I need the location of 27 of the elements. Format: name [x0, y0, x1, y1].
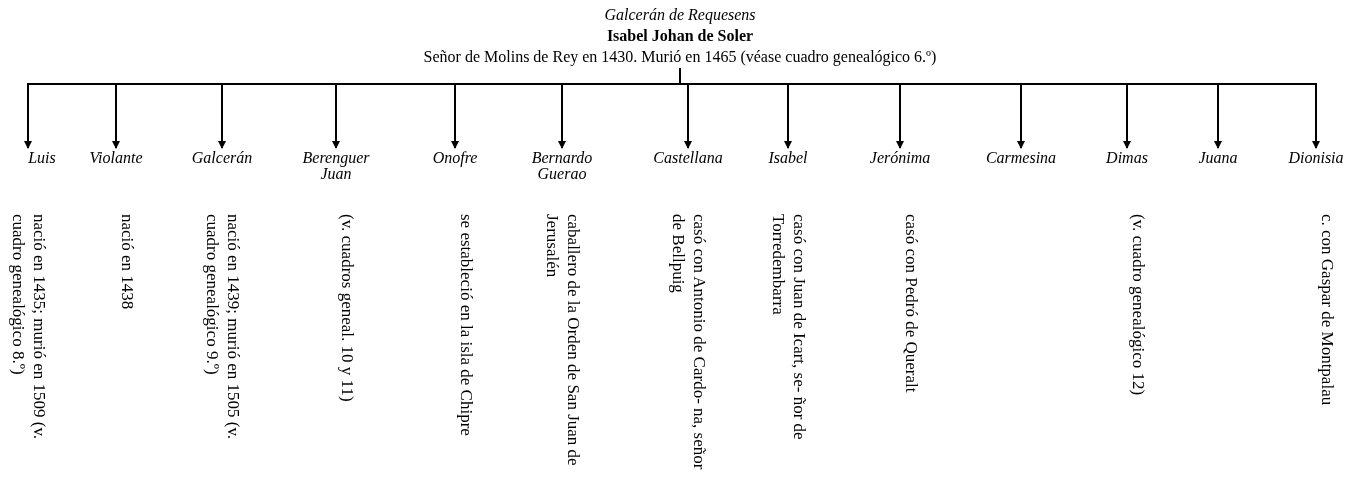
- child-name: Isabel: [768, 150, 808, 166]
- child-name: Juana: [1198, 150, 1238, 166]
- spouse-name: Isabel Johan de Soler: [606, 26, 754, 46]
- ancestor-note: Señor de Molins de Rey en 1430. Murió en 1465 (véase cuadro genealógico 6.º): [423, 47, 937, 67]
- child-name: Bernardo Guerao: [530, 150, 594, 182]
- child-name: Luis: [28, 150, 56, 166]
- child-note: c. con Gaspar de Montpalau: [1317, 214, 1338, 408]
- ancestor-name: Galcerán de Requesens: [604, 5, 756, 25]
- child-name: Violante: [89, 150, 143, 166]
- child-note: casó con Pedró de Queralt: [901, 214, 922, 395]
- child-note: (v. cuadro genealógico 12): [1128, 214, 1149, 398]
- child-name: Dionisia: [1288, 150, 1344, 166]
- child-note: (v. cuadros geneal. 10 y 11): [337, 214, 358, 404]
- child-name: Galcerán: [191, 150, 253, 166]
- child-note: se estableció en la isla de Chipre: [456, 214, 477, 438]
- child-note: nació en 1439; murió en 1505 (v. cuadro genealógico 9.º): [202, 214, 244, 442]
- child-note: nació en 1438: [117, 214, 138, 312]
- child-note: caballero de la Orden de San Juan de Jerusalén: [542, 214, 584, 468]
- child-note: nació en 1435; murió en 1509 (v. cuadro genealógico 8.º): [8, 214, 50, 442]
- arrow: [679, 67, 1320, 149]
- child-name: Dimas: [1106, 150, 1148, 166]
- child-name: Jerónima: [869, 150, 931, 166]
- child-name: Castellana: [653, 150, 723, 166]
- child-note: casó con Antonio de Cardo- na, señor de Bellpuig: [668, 214, 710, 472]
- child-name: Onofre: [432, 150, 478, 166]
- child-name: Carmesina: [985, 150, 1057, 166]
- child-name: Berenguer Juan: [301, 150, 371, 182]
